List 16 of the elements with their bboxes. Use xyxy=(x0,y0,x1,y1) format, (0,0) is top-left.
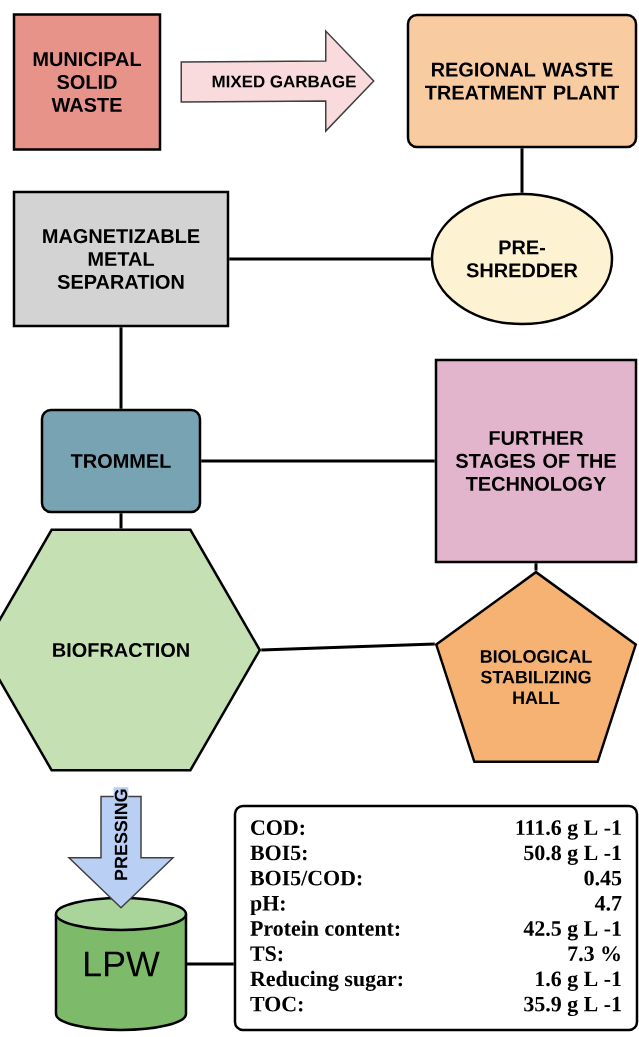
connector-line xyxy=(201,459,435,463)
connector-line xyxy=(261,642,435,652)
connector-line xyxy=(119,327,123,409)
process-hexagon: BIOFRACTION xyxy=(0,528,262,772)
connector-line xyxy=(229,257,431,261)
connector-line xyxy=(534,563,538,571)
process-box: REGIONAL WASTE TREATMENT PLANT xyxy=(406,13,638,149)
connector-line xyxy=(119,513,123,529)
storage-tank: LPW xyxy=(54,896,188,1032)
process-box: MUNICIPAL SOLID WASTE xyxy=(12,13,162,151)
process-box: MAGNETIZABLE METAL SEPARATION xyxy=(12,190,230,328)
connector-line xyxy=(186,962,234,966)
data-table: COD: 111.6 g L -1 BOI5: 50.8 g L -1 BOI5/COD: 0.45 pH: 4.7 Protein content: 42.5 g L -1 TS: 7.3 % Reducing sugar: 1.6 g L -1 TOC: 35.9 g L -1 xyxy=(233,804,639,1032)
connector-line xyxy=(520,148,524,193)
process-box: TROMMEL xyxy=(40,408,202,514)
process-box: FURTHER STAGES OF THE TECHNOLOGY xyxy=(434,358,638,564)
